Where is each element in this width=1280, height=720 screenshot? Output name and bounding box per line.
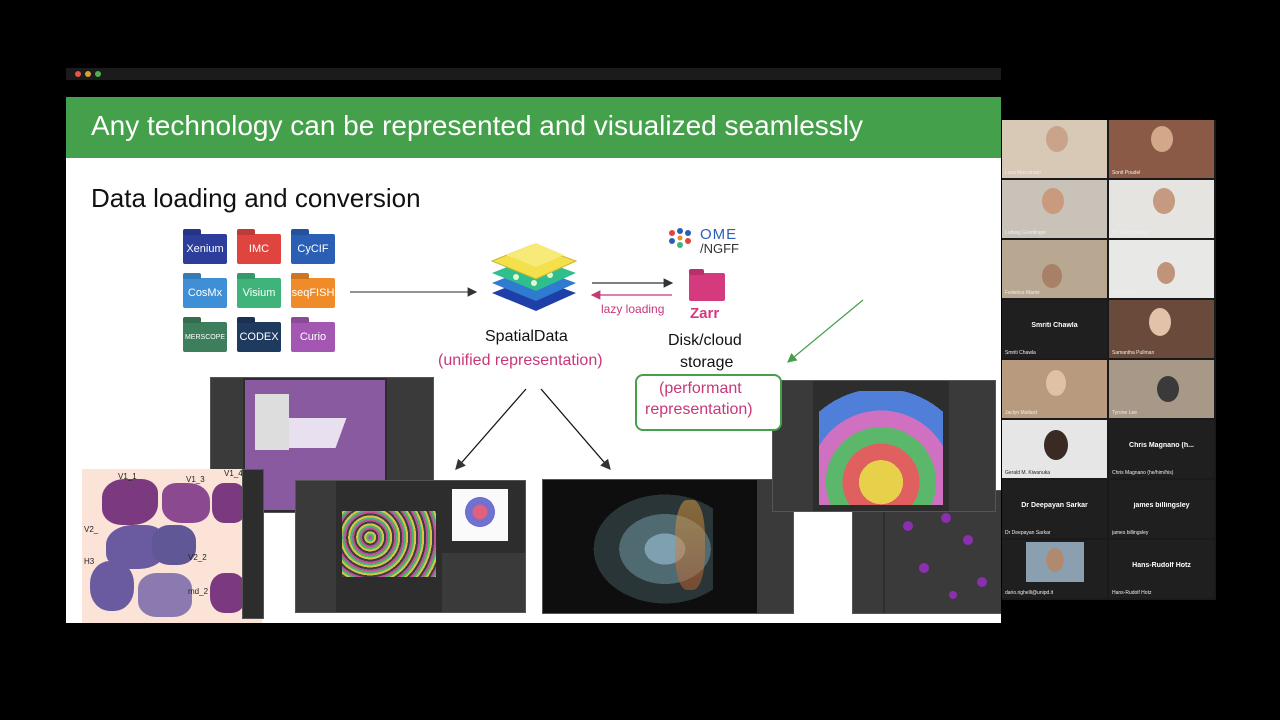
window-title-bar — [66, 68, 1001, 80]
participant-tile[interactable]: Ludwig Geistlinger — [1002, 180, 1107, 238]
spatialdata-subtitle: (unified representation) — [438, 352, 603, 369]
participant-name: Federico Marini — [1005, 290, 1040, 296]
participant-name: dario.righelli@unipd.it — [1005, 590, 1054, 596]
section-label: V2_ — [84, 525, 99, 534]
section-heading: Data loading and conversion — [91, 183, 421, 213]
participant-tile[interactable]: Samantha Pullman — [1109, 300, 1214, 358]
viz-arrow-right-icon — [540, 388, 611, 470]
participant-tile[interactable]: Tyrone Lee — [1109, 360, 1214, 418]
folder-label: Xenium — [186, 243, 224, 255]
cosmx-folder-icon: CosMx — [183, 278, 227, 308]
performant-arrow-icon — [787, 299, 864, 363]
participant-tile[interactable]: Hans-Rudolf Hotz Hans-Rudolf Hotz — [1109, 540, 1214, 598]
imc-folder-icon: IMC — [237, 234, 281, 264]
participant-tile[interactable]: Smriti Chawla Smriti Chawla — [1002, 300, 1107, 358]
close-dot-icon[interactable] — [75, 71, 81, 77]
folder-label: CosMx — [187, 287, 223, 299]
folder-label: CyCIF — [297, 243, 329, 255]
zarr-label: Zarr — [690, 305, 720, 322]
participant-display-name: Dr Deepayan Sarkar — [1021, 502, 1088, 509]
participant-display-name: Hans-Rudolf Hotz — [1132, 562, 1191, 569]
folder-label: Curio — [299, 331, 327, 343]
participant-tile[interactable]: Dr Deepayan Sarkar Dr Deepayan Sarkar — [1002, 480, 1107, 538]
participant-name: Smriti Chawla — [1005, 350, 1036, 356]
slide-title: Any technology can be represented and vi… — [91, 110, 864, 141]
seqfish-folder-icon: seqFISH — [291, 278, 335, 308]
participant-tile[interactable]: Jaclyn Mallard — [1002, 360, 1107, 418]
participant-name: Tyrone Lee — [1112, 410, 1138, 416]
spatialdata-label: SpatialData — [485, 328, 568, 345]
section-label: V1_3 — [186, 475, 205, 484]
folder-label: seqFISH — [291, 287, 335, 299]
folder-label: MERSCOPE — [184, 333, 226, 341]
shared-slide: Any technology can be represented and vi… — [66, 97, 1001, 623]
participant-name: Gerald M. Kiwanuka — [1005, 470, 1051, 476]
participant-tile[interactable]: Gerald M. Kiwanuka — [1002, 420, 1107, 478]
folder-label: Visium — [242, 287, 276, 299]
spatialdata-stack-icon — [490, 243, 578, 311]
participant-display-name: Smriti Chawla — [1031, 322, 1078, 329]
visium-folder-icon: Visium — [237, 278, 281, 308]
participant-name: Kevin Rue — [1112, 290, 1136, 296]
participant-name: Samantha Pullman — [1112, 350, 1155, 356]
participant-tile[interactable]: Kevin Rue — [1109, 240, 1214, 298]
section-label: V1_4 — [224, 469, 243, 478]
participant-tile[interactable]: Sonit Poudel — [1109, 120, 1214, 178]
participant-name: Mr. Jason Payne — [1112, 230, 1150, 236]
performant-line2: representation) — [645, 401, 753, 418]
section-label: md_2 — [188, 587, 209, 596]
storage-label-line1: Disk/cloud — [668, 332, 742, 349]
maximize-dot-icon[interactable] — [95, 71, 101, 77]
minimize-dot-icon[interactable] — [85, 71, 91, 77]
section-label: V2_2 — [188, 553, 207, 562]
participant-name: Hans-Rudolf Hotz — [1112, 590, 1152, 596]
folder-label: IMC — [248, 243, 270, 255]
zarr-folder-icon — [689, 269, 725, 301]
participant-tile[interactable]: dario.righelli@unipd.it — [1002, 540, 1107, 598]
participant-display-name: james billingsley — [1133, 502, 1190, 509]
tissue-sections-image: V1_1 V1_3 V1_4 V2_ V2_2 H3 md_2 — [82, 469, 262, 623]
section-label: V1_1 — [118, 472, 137, 481]
section-label: H3 — [84, 557, 95, 566]
xenium-folder-icon: Xenium — [183, 234, 227, 264]
ngff-text: /NGFF — [700, 241, 739, 256]
viz-arrow-left-icon — [455, 388, 527, 470]
participant-tile[interactable]: Chris Magnano (h... Chris Magnano (he/hi… — [1109, 420, 1214, 478]
participant-tile[interactable]: james billingsley james billingsley — [1109, 480, 1214, 538]
performant-line1: (performant — [659, 380, 742, 397]
participant-name: james billingsley — [1112, 530, 1149, 536]
participant-tile[interactable]: Luca Marconato — [1002, 120, 1107, 178]
ome-text: OME — [700, 226, 738, 243]
napari-side-panel — [242, 469, 264, 619]
lazy-loading-label: lazy loading — [601, 302, 665, 316]
curio-folder-icon: Curio — [291, 322, 335, 352]
participant-name: Jaclyn Mallard — [1005, 410, 1037, 416]
participant-name: Chris Magnano (he/him/his) — [1112, 470, 1174, 476]
participant-display-name: Chris Magnano (h... — [1129, 442, 1194, 449]
participant-name: Luca Marconato — [1005, 170, 1041, 176]
participant-name: Dr Deepayan Sarkar — [1005, 530, 1051, 536]
diagram-arrows — [350, 228, 864, 470]
participant-tile[interactable]: Federico Marini — [1002, 240, 1107, 298]
slide-title-banner: Any technology can be represented and vi… — [66, 97, 1001, 158]
napari-segmentation-screenshot — [295, 480, 526, 613]
codex-folder-icon: CODEX — [237, 322, 281, 352]
napari-points-screenshot — [542, 479, 794, 614]
participants-gallery: Luca Marconato Sonit Poudel Ludwig Geist… — [1002, 120, 1216, 600]
participant-name: Sonit Poudel — [1112, 170, 1141, 176]
folder-label: CODEX — [239, 331, 279, 343]
performant-box: (performant representation) — [635, 374, 782, 431]
cycif-folder-icon: CyCIF — [291, 234, 335, 264]
napari-visium-screenshot — [772, 380, 996, 512]
participant-name: Ludwig Geistlinger — [1005, 230, 1047, 236]
storage-label-line2: storage — [680, 354, 734, 371]
avatar — [1026, 542, 1084, 582]
ome-logo-icon — [669, 228, 691, 248]
participant-tile[interactable]: Mr. Jason Payne — [1109, 180, 1214, 238]
merscope-folder-icon: MERSCOPE — [183, 322, 227, 352]
